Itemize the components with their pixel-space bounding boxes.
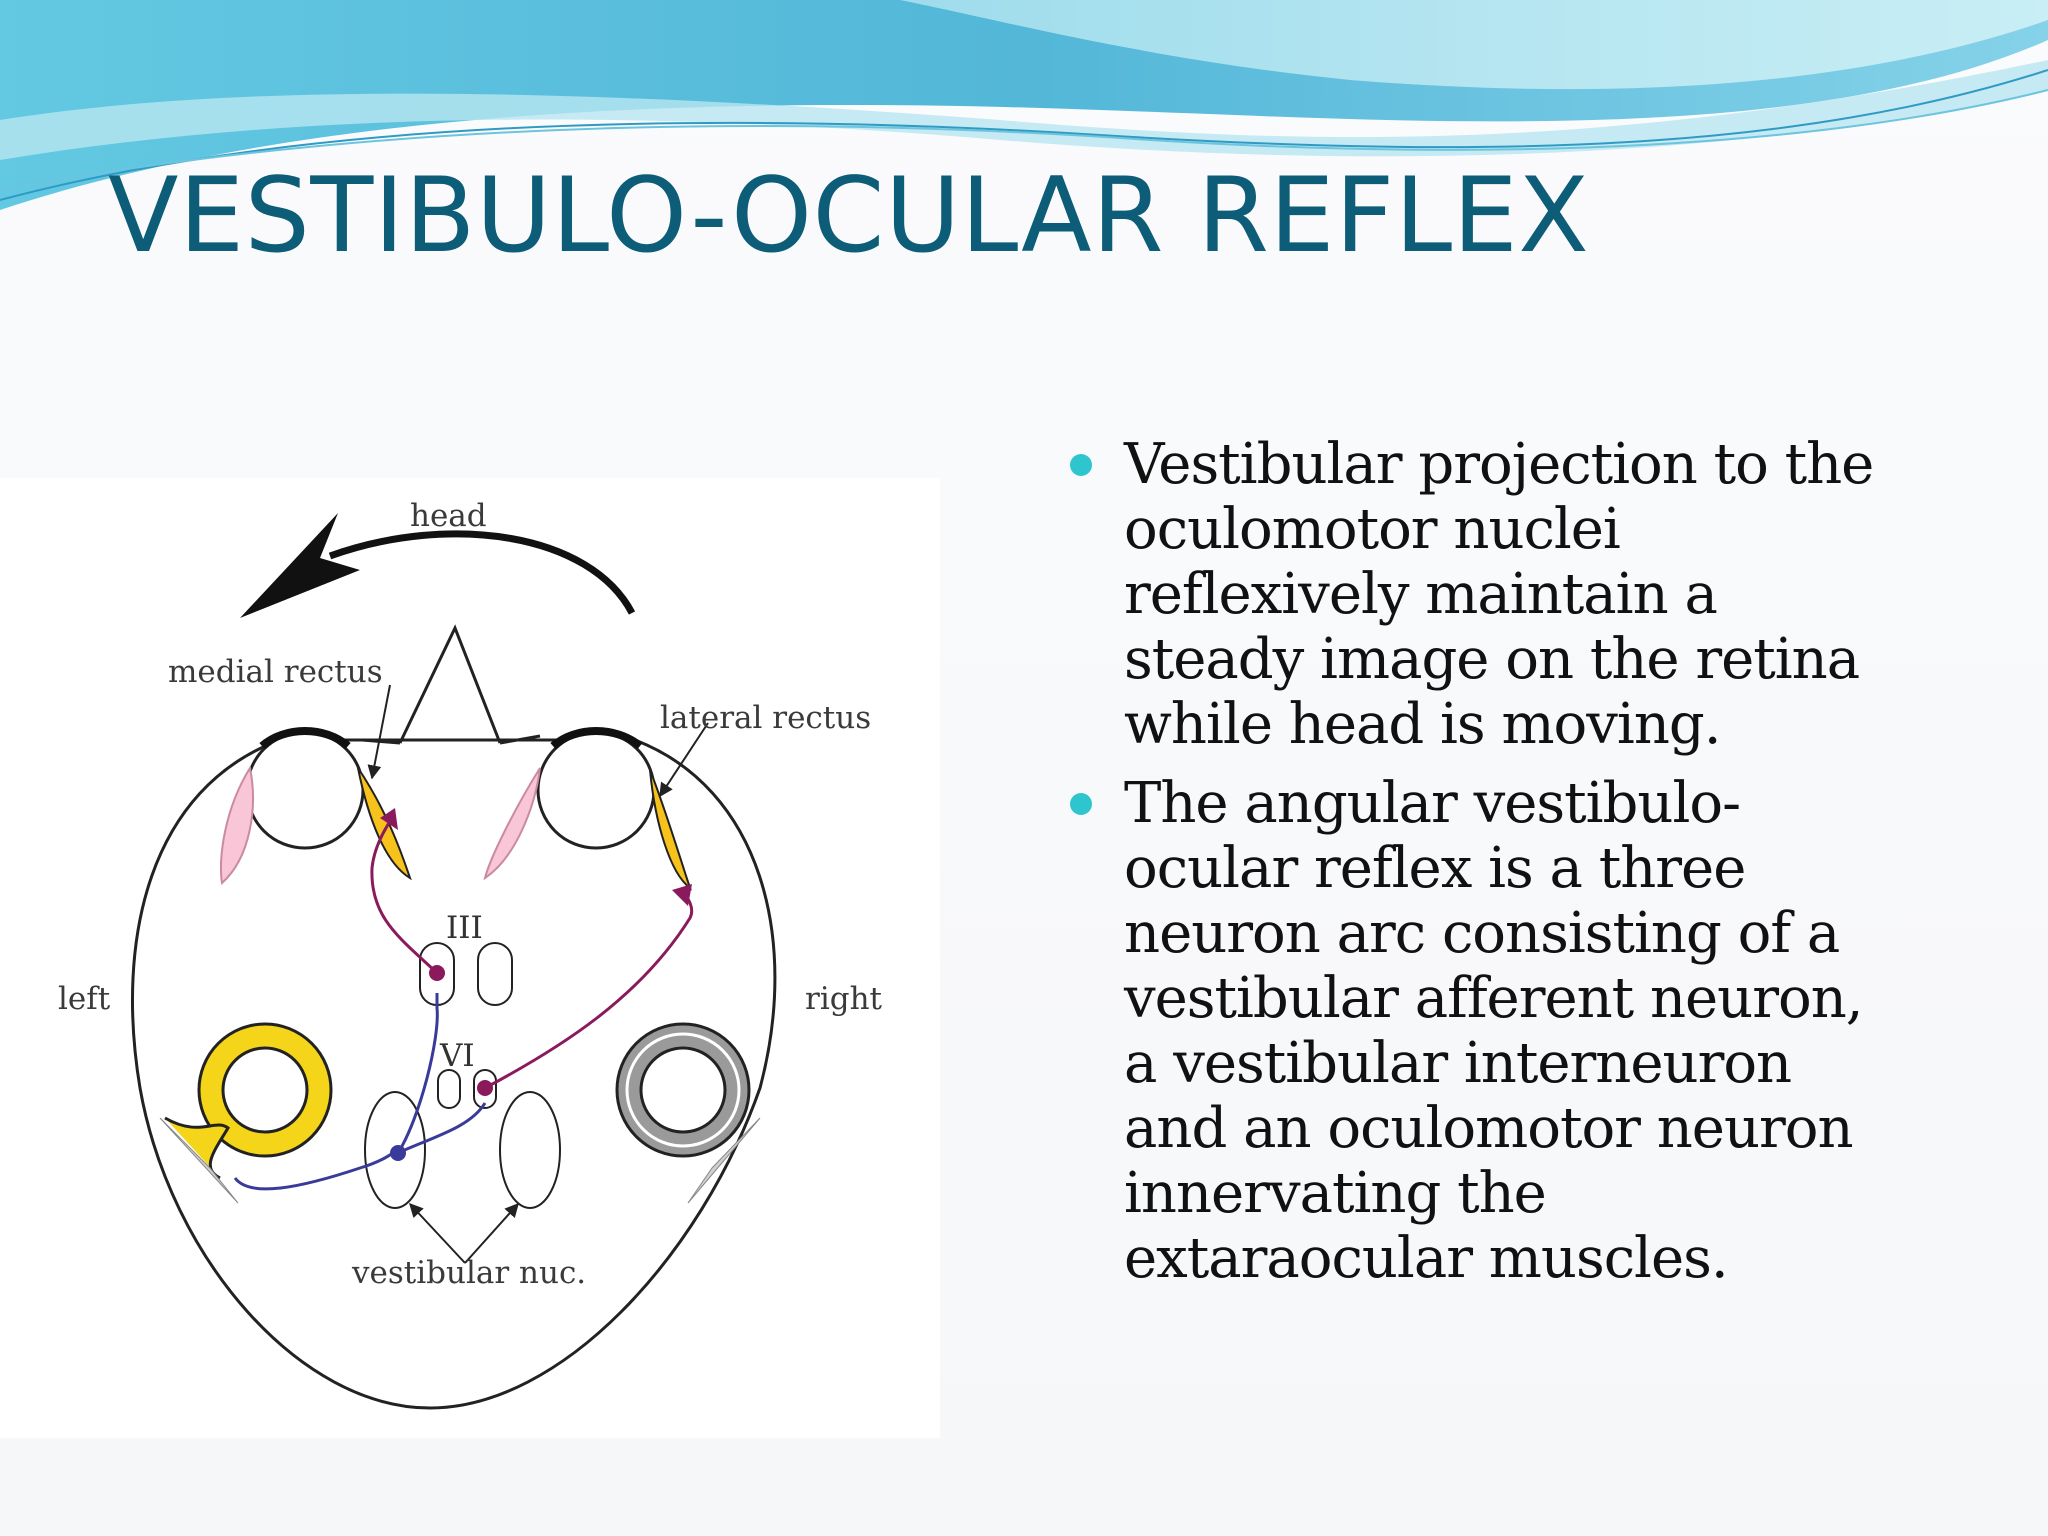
skull-outline (131, 738, 777, 1410)
nose-bridge (361, 734, 541, 745)
interneuron-to-iii (396, 993, 439, 1154)
right-cornea (550, 727, 643, 750)
vestibular-afferent-pathway (233, 1149, 397, 1191)
right-canal-nerve-wedge (687, 1117, 761, 1204)
label-nucleus-iii: III (446, 910, 483, 946)
label-head: head (410, 498, 487, 534)
label-left: left (58, 981, 111, 1017)
nucleus-vi-left (437, 1069, 461, 1109)
right-medial-rectus-relaxed (483, 767, 541, 881)
label-lateral-rectus: lateral rectus (660, 700, 871, 736)
nucleus-iii-right (477, 942, 513, 1006)
nose (398, 624, 502, 744)
vi-to-lateral-rectus (484, 889, 694, 1090)
vestibular-nucleus-right (499, 1091, 561, 1209)
lateral-rectus-pointer (659, 722, 709, 798)
wave-band-light (900, 0, 2048, 90)
left-canal-lumen (221, 1046, 309, 1134)
right-lateral-rectus-active (649, 769, 692, 891)
label-nucleus-vi: VI (439, 1038, 475, 1074)
medial-rectus-terminal (380, 808, 398, 830)
vor-diagram: head medial rectus lateral rectus left r… (0, 478, 940, 1438)
left-eye (245, 730, 365, 850)
left-lateral-rectus-relaxed (219, 765, 254, 885)
left-medial-rectus-active (357, 767, 412, 881)
vor-diagram-svg: head medial rectus lateral rectus left r… (58, 498, 883, 1410)
right-eye (536, 730, 656, 850)
header-wave-decoration (0, 0, 2048, 210)
bullet-item: Vestibular projection to the oculomotor … (1062, 432, 2022, 757)
right-canal-inner-ring (625, 1032, 741, 1148)
vestibular-nuc-pointer-left (409, 1202, 466, 1264)
lateral-rectus-terminal (672, 884, 692, 906)
wave-band-front (0, 60, 2048, 160)
left-cornea (259, 727, 351, 750)
bullet-text: The angular vestibulo- ocular reflex is … (1124, 771, 1864, 1291)
slide-title: VESTIBULO-OCULAR REFLEX (108, 156, 1590, 276)
label-medial-rectus: medial rectus (168, 654, 383, 690)
bullet-list: Vestibular projection to the oculomotor … (1062, 432, 2022, 1305)
bullet-item: The angular vestibulo- ocular reflex is … (1062, 771, 2022, 1291)
right-canal-lumen (639, 1046, 727, 1134)
wave-line-2 (0, 89, 2048, 191)
medial-rectus-pointer (367, 684, 391, 780)
bullet-dot-icon (1070, 454, 1092, 476)
interneuron-to-vi (397, 1102, 487, 1155)
left-ampulla (164, 1116, 230, 1180)
label-vestibular-nuc: vestibular nuc. (351, 1255, 586, 1291)
bullet-text: Vestibular projection to the oculomotor … (1124, 432, 1874, 757)
head-rotation-arrow (328, 530, 636, 615)
iii-to-medial-rectus (370, 813, 439, 975)
left-canal-nerve-wedge (159, 1117, 239, 1204)
wave-line-1 (0, 69, 2048, 201)
head-rotation-arrowhead (240, 513, 360, 618)
bullet-dot-icon (1070, 793, 1092, 815)
label-right: right (805, 981, 883, 1017)
vestibular-nuc-pointer-right (464, 1202, 519, 1264)
